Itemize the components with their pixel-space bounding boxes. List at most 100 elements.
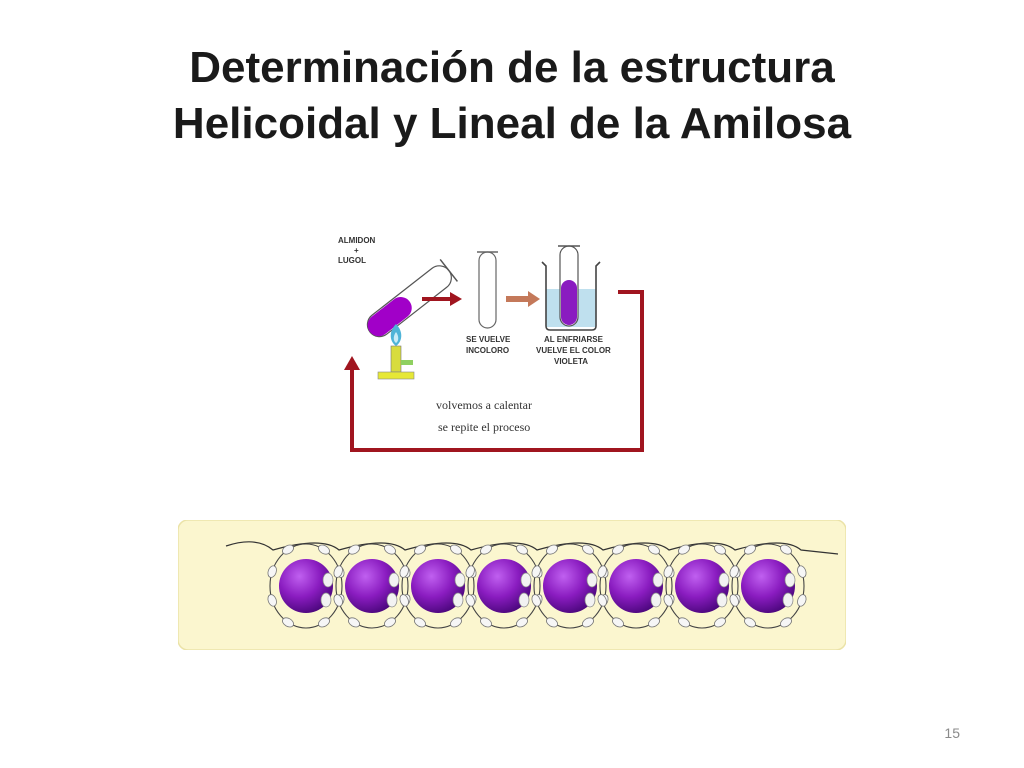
iodine-sphere xyxy=(411,559,465,613)
iodine-sphere xyxy=(543,559,597,613)
label-almidon: ALMIDON xyxy=(338,236,376,245)
iodine-sphere xyxy=(477,559,531,613)
loop-arrow-head xyxy=(344,356,360,370)
glucose-unit xyxy=(348,544,360,555)
helix-turn xyxy=(467,543,541,629)
loop-text-reheat: volvemos a calentar xyxy=(436,398,532,412)
helix-turn xyxy=(335,543,409,629)
glucose-unit xyxy=(729,594,739,607)
glucose-unit xyxy=(333,565,343,578)
glucose-unit xyxy=(399,594,409,607)
diagram-graphics xyxy=(344,245,644,452)
helix-graphics xyxy=(177,519,847,651)
glucose-unit xyxy=(348,617,360,628)
slide-title: Determinación de la estructura Helicoida… xyxy=(0,40,1024,152)
helix-turn xyxy=(533,543,607,629)
glucose-unit xyxy=(516,617,528,628)
glucose-unit xyxy=(744,617,756,628)
glucose-unit-front xyxy=(650,592,662,608)
loop-text-repeat: se repite el proceso xyxy=(438,420,531,434)
iodine-sphere xyxy=(345,559,399,613)
glucose-unit xyxy=(450,617,462,628)
glucose-unit xyxy=(414,617,426,628)
glucose-unit-front xyxy=(322,572,334,588)
label-plus: + xyxy=(354,246,359,255)
glucose-unit xyxy=(663,565,673,578)
helix-turn xyxy=(269,543,343,629)
heated-test-tube xyxy=(366,258,459,338)
glucose-chain xyxy=(225,541,839,629)
glucose-unit xyxy=(267,565,277,578)
glucose-unit xyxy=(612,544,624,555)
glucose-unit xyxy=(780,544,792,555)
iodine-sphere xyxy=(741,559,795,613)
glucose-unit xyxy=(546,617,558,628)
glucose-unit xyxy=(384,544,396,555)
loop-arrow xyxy=(350,290,644,452)
glucose-unit xyxy=(648,544,660,555)
glucose-unit-front xyxy=(386,592,398,608)
glucose-unit-front xyxy=(584,592,596,608)
helix-turn xyxy=(599,543,673,629)
iodine-sphere xyxy=(675,559,729,613)
glucose-unit xyxy=(612,617,624,628)
iodine-sphere xyxy=(609,559,663,613)
beaker xyxy=(541,261,601,331)
page-number: 15 xyxy=(944,725,960,741)
label-al-enfriarse: AL ENFRIARSE xyxy=(544,335,603,344)
glucose-unit xyxy=(729,565,739,578)
iodine-sphere xyxy=(279,559,333,613)
glucose-unit xyxy=(384,617,396,628)
iodine-complex-spheres xyxy=(279,559,796,613)
glucose-unit-front xyxy=(718,572,730,588)
label-se-vuelve: SE VUELVE xyxy=(466,335,511,344)
glucose-unit xyxy=(797,594,807,607)
glucose-unit xyxy=(480,544,492,555)
glucose-unit-front xyxy=(452,592,464,608)
bunsen-burner xyxy=(390,345,402,373)
glucose-unit-front xyxy=(520,572,532,588)
glucose-unit xyxy=(597,565,607,578)
helix-turn xyxy=(731,543,805,629)
glucose-unit xyxy=(516,544,528,555)
glucose-unit xyxy=(282,617,294,628)
glucose-unit-front xyxy=(320,592,332,608)
glucose-unit xyxy=(797,565,807,578)
glucose-unit xyxy=(648,617,660,628)
glucose-unit xyxy=(267,594,277,607)
glucose-unit-front xyxy=(454,572,466,588)
glucose-unit-front xyxy=(652,572,664,588)
glucose-unit xyxy=(465,594,475,607)
glucose-unit xyxy=(582,544,594,555)
glucose-unit xyxy=(318,617,330,628)
amylose-helix-illustration xyxy=(177,519,847,651)
glucose-unit-front xyxy=(716,592,728,608)
label-violeta: VIOLETA xyxy=(554,357,589,366)
glucose-unit xyxy=(744,544,756,555)
glucose-unit xyxy=(663,594,673,607)
glucose-unit xyxy=(333,594,343,607)
glucose-unit xyxy=(678,617,690,628)
helix-turn xyxy=(401,543,475,629)
colorless-test-tube xyxy=(478,251,497,329)
label-lugol: LUGOL xyxy=(338,256,366,265)
glucose-unit xyxy=(597,594,607,607)
glucose-unit xyxy=(531,565,541,578)
glucose-unit xyxy=(546,544,558,555)
glucose-unit-front xyxy=(782,592,794,608)
glucose-unit xyxy=(582,617,594,628)
label-incoloro: INCOLORO xyxy=(466,346,510,355)
glucose-unit xyxy=(450,544,462,555)
glucose-unit-front xyxy=(518,592,530,608)
glucose-unit xyxy=(678,544,690,555)
iodine-test-diagram: ALMIDON + LUGOL SE VUELVE INCOLORO AL EN… xyxy=(330,222,660,458)
glucose-unit xyxy=(714,617,726,628)
title-line-2: Helicoidal y Lineal de la Amilosa xyxy=(172,99,852,148)
glucose-unit xyxy=(318,544,330,555)
glucose-unit-front xyxy=(784,572,796,588)
label-vuelve-el-color: VUELVE EL COLOR xyxy=(536,346,611,355)
glucose-unit xyxy=(480,617,492,628)
glucose-unit-front xyxy=(586,572,598,588)
chain-line xyxy=(225,541,839,555)
glucose-unit xyxy=(414,544,426,555)
